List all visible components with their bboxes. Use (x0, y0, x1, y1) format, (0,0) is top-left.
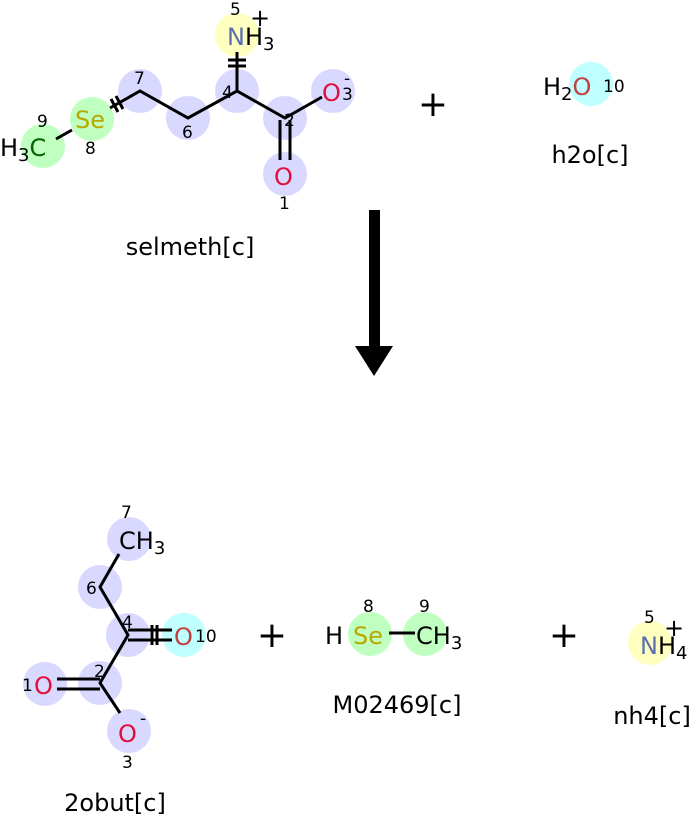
highlight-o10 (569, 62, 613, 106)
bond-break-mark (228, 58, 246, 68)
highlight-c9 (403, 612, 447, 656)
atom-c9: H3C (0, 134, 46, 166)
bond-break-mark (109, 95, 125, 113)
molecule-name: M02469[c] (333, 691, 462, 719)
bond-break-mark (150, 625, 159, 645)
molecule-name: h2o[c] (551, 141, 628, 169)
bond-c2-o1-double (57, 677, 100, 691)
atom-o10: O (174, 623, 193, 651)
atom-index: 4 (222, 83, 233, 103)
atom-index: 8 (85, 139, 96, 159)
highlight-se8 (70, 97, 114, 141)
atom-index: 3 (122, 753, 133, 773)
highlight-o3 (107, 709, 151, 753)
reaction-arrow (355, 210, 393, 376)
molecule-2obut: 7 CH3 6 4 O 10 2 1 O O - 3 2obut[c] (22, 503, 217, 817)
molecule-nh4: 5 NH4 + nh4[c] (613, 608, 691, 730)
atom-se8: Se (75, 106, 105, 134)
atom-n5: NH4 (640, 632, 687, 664)
atom-o3: O (322, 79, 341, 107)
molecule-name: nh4[c] (613, 702, 691, 730)
atom-index: 7 (134, 69, 145, 89)
atom-index: 6 (86, 579, 97, 599)
bond-c2-o1-double (278, 120, 292, 160)
atom-index: 2 (94, 662, 105, 682)
bond-c9-se8 (55, 128, 73, 141)
bond-c4-o10-double (128, 628, 172, 642)
atom-index: 2 (284, 111, 295, 131)
plus-sign: + (257, 615, 287, 656)
atom-index: 9 (419, 597, 430, 617)
atom-o1: O (34, 672, 53, 700)
plus-sign: + (418, 84, 448, 125)
atom-o10: H2O (543, 73, 591, 105)
highlight-o1 (263, 152, 307, 196)
highlight-o3 (311, 69, 355, 113)
atom-o1: O (274, 163, 293, 191)
molecule-h2o: H2O 10 h2o[c] (543, 62, 629, 169)
molecule-m02469: H Se 8 CH3 9 M02469[c] (325, 597, 462, 719)
atom-c9: CH3 (416, 622, 462, 654)
highlight-c7 (107, 517, 151, 561)
molecule-name: selmeth[c] (126, 233, 255, 261)
molecule-selmeth: H3C 9 Se 8 7 6 4 5 NH3 + 2 O 3 - O 1 sel… (0, 0, 355, 261)
atom-index: 10 (603, 77, 625, 97)
atom-index: 5 (644, 608, 655, 628)
highlight-se8 (348, 612, 392, 656)
atom-c7: CH3 (119, 527, 165, 559)
atom-index: 5 (230, 0, 241, 20)
atom-h: H (325, 622, 343, 650)
plus-sign: + (549, 615, 579, 656)
charge-minus: - (140, 709, 146, 729)
bond-chain (109, 89, 323, 120)
charge-minus: - (344, 69, 350, 89)
atom-o3: O (118, 720, 137, 748)
atom-index: 10 (195, 627, 217, 647)
atom-index: 1 (22, 676, 33, 696)
highlight-o1 (23, 662, 67, 706)
highlight-c9 (21, 124, 65, 168)
atom-index: 7 (121, 503, 132, 523)
highlight-n5 (215, 13, 259, 57)
atom-index: 9 (37, 112, 48, 132)
atom-index: 8 (363, 597, 374, 617)
highlight-n5 (628, 621, 672, 665)
atom-n5: NH3 (227, 23, 274, 55)
highlight-o10 (162, 613, 206, 657)
atom-index: 3 (342, 85, 353, 105)
bond-chain (98, 553, 130, 714)
atom-index: 6 (182, 123, 193, 143)
atom-index: 4 (122, 613, 133, 633)
molecule-name: 2obut[c] (64, 789, 166, 817)
charge-plus: + (250, 4, 270, 32)
atom-se8: Se (353, 622, 383, 650)
charge-plus: + (664, 614, 684, 642)
atom-index: 1 (279, 194, 290, 214)
